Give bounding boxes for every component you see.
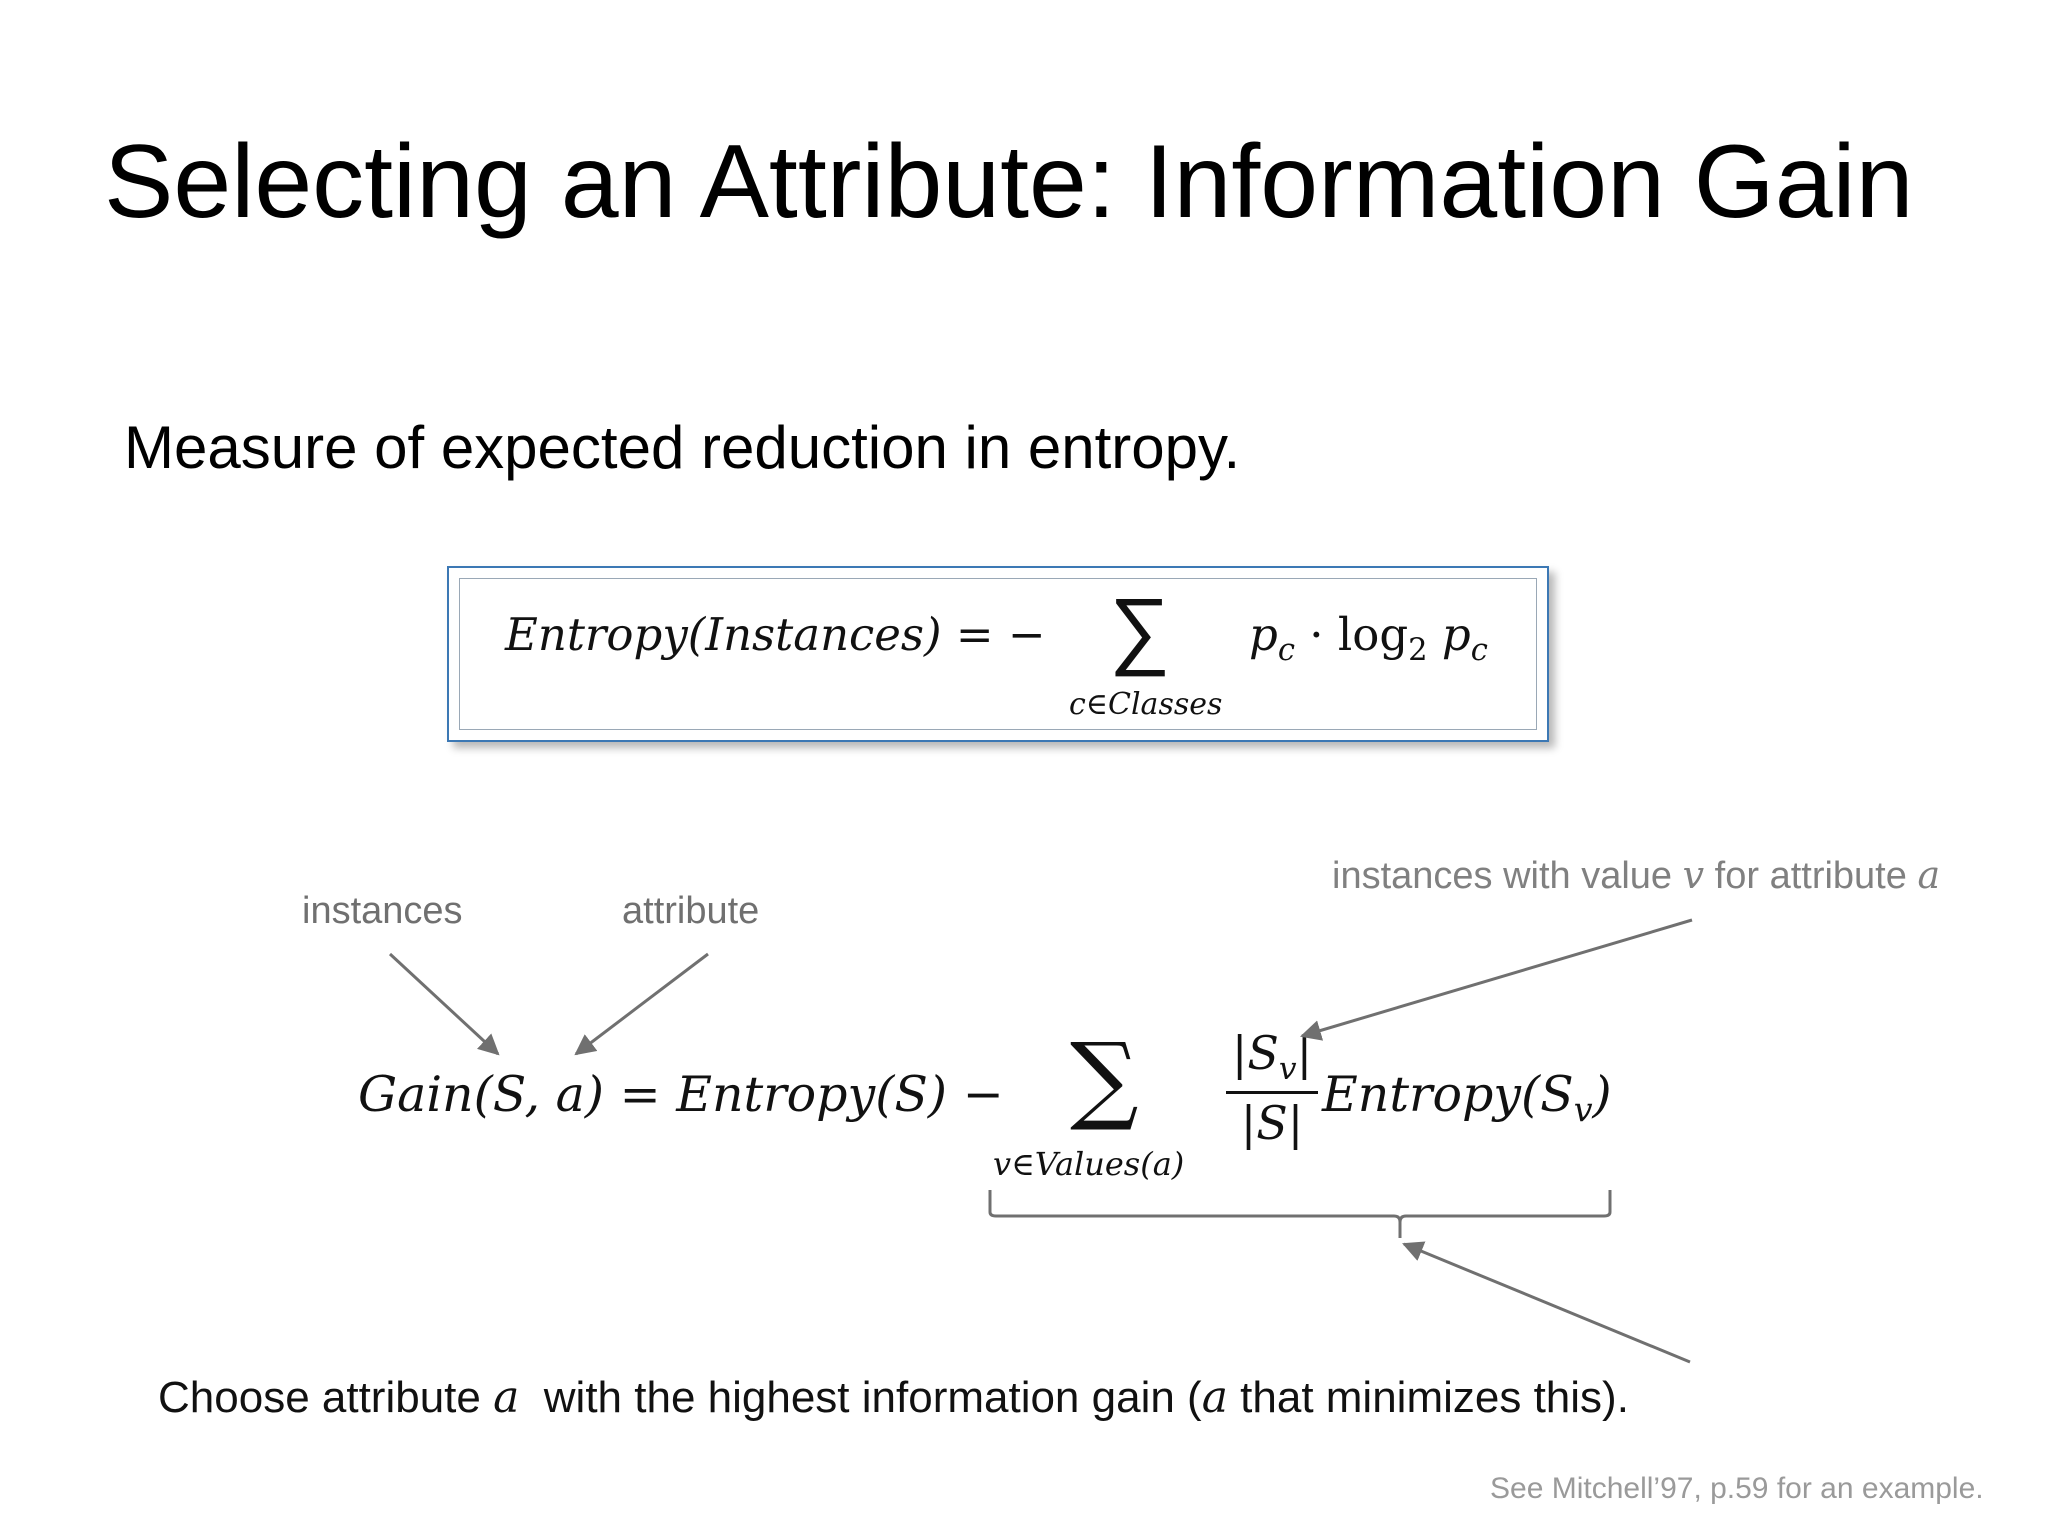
bottom-part3: that minimizes this). — [1227, 1373, 1629, 1422]
entropy-formula-lhs: Entropy(Instances) = − — [505, 608, 1046, 661]
arrow-brace — [1402, 1241, 1691, 1364]
entropy-formula-box: Entropy(Instances) = − ∑ c∈Classes pc · … — [447, 566, 1549, 742]
label-attribute: attribute — [622, 890, 760, 932]
brace-under-sum — [988, 1190, 1612, 1238]
bottom-note: Choose attribute a with the highest info… — [158, 1376, 1629, 1420]
gain-rhs-close: ) — [1592, 1066, 1612, 1123]
footnote: See Mitchell’97, p.59 for an example. — [1490, 1472, 1984, 1505]
gain-rhs-sub: v — [1573, 1090, 1593, 1130]
label-iwv-mid: for attribute — [1704, 855, 1918, 897]
label-instances: instances — [302, 890, 463, 932]
entropy-formula-term: pc · log2 pc — [1249, 612, 1488, 666]
bottom-a1: a — [493, 1372, 520, 1423]
arrow-instances-with-value — [1299, 918, 1693, 1041]
gain-num-open: |S — [1231, 1026, 1279, 1080]
entropy-term-base: 2 — [1408, 632, 1428, 668]
entropy-term-log: · log — [1294, 608, 1409, 661]
gain-formula-rhs: Entropy(Sv) — [1322, 1070, 1612, 1127]
gain-sum-subscript: v∈Values(a) — [993, 1145, 1185, 1183]
bottom-part1: Choose attribute — [158, 1373, 494, 1422]
label-iwv-a: a — [1917, 853, 1941, 897]
label-instances-with-value: instances with value v for attribute a — [1332, 856, 1940, 895]
gain-fraction-bar — [1226, 1091, 1318, 1095]
entropy-term-p2: p — [1427, 608, 1471, 661]
gain-fraction-numerator: |Sv| — [1226, 1030, 1318, 1085]
entropy-sum-subscript: c∈Classes — [1069, 687, 1223, 722]
gain-sum-symbol: ∑ — [1070, 1022, 1139, 1134]
gain-num-close: | — [1296, 1026, 1313, 1080]
slide-title: Selecting an Attribute: Information Gain — [104, 124, 1914, 240]
entropy-term-c: c — [1277, 632, 1295, 668]
gain-formula-lhs: Gain(S, a) = Entropy(S) − — [358, 1066, 1004, 1123]
arrow-instances — [388, 952, 500, 1056]
arrow-attribute — [574, 952, 709, 1056]
gain-num-sub: v — [1278, 1051, 1297, 1087]
slide-subtitle: Measure of expected reduction in entropy… — [124, 414, 1241, 481]
entropy-sum-symbol: ∑ — [1109, 581, 1171, 677]
bottom-part2: with the highest information gain ( — [519, 1373, 1202, 1422]
label-iwv-v: v — [1682, 853, 1705, 897]
label-iwv-prefix: instances with value — [1332, 855, 1683, 897]
bottom-a2: a — [1201, 1372, 1228, 1423]
entropy-formula-inner-border — [459, 578, 1537, 730]
gain-fraction-denominator: |S| — [1240, 1096, 1304, 1151]
gain-rhs-open: Entropy(S — [1322, 1066, 1574, 1123]
entropy-term-p: p — [1249, 608, 1278, 661]
gain-fraction: |Sv| |S| — [1226, 1030, 1318, 1146]
entropy-term-c2: c — [1470, 632, 1488, 668]
